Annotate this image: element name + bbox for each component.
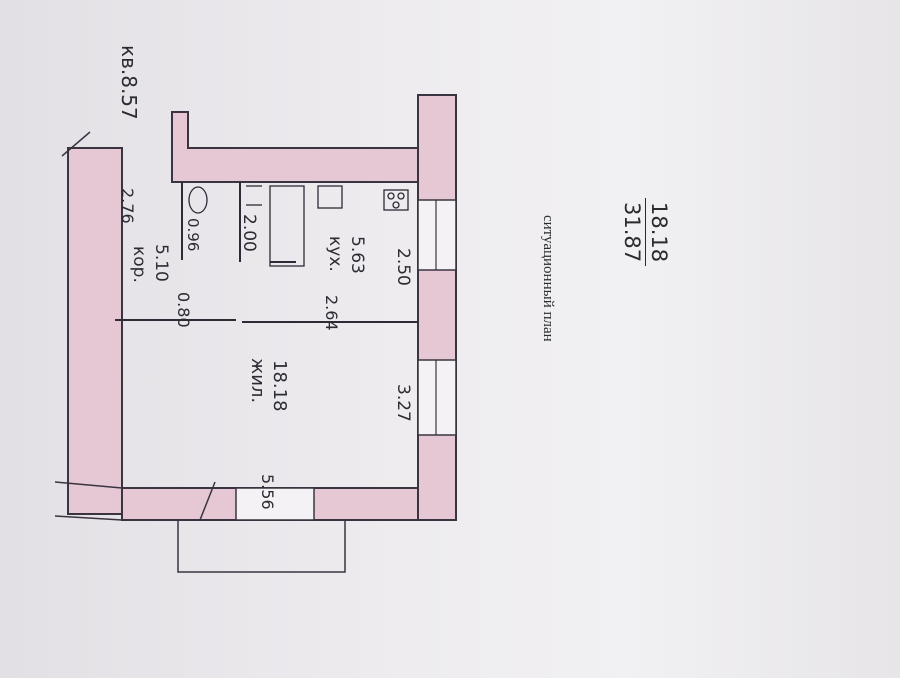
dim-corridor-width: 0.80 xyxy=(174,292,193,328)
dim-bath: 0.96 xyxy=(184,218,202,251)
total-area-value: 31.87 xyxy=(620,202,644,263)
bathtub xyxy=(269,185,305,267)
window-living xyxy=(417,359,457,436)
living-area-value: 18.18 xyxy=(645,198,672,267)
area-summary: 18.18 31.87 xyxy=(619,198,672,267)
stove xyxy=(383,189,409,211)
room-corridor-name: кор. xyxy=(129,246,149,283)
room-corridor-area: 5.10 xyxy=(151,244,171,282)
room-kitchen-name: кух. xyxy=(325,236,345,272)
balcony-door xyxy=(235,487,315,521)
balcony xyxy=(177,519,346,573)
sink xyxy=(317,185,343,209)
room-living-name: жил. xyxy=(247,358,268,403)
toilet-bowl xyxy=(188,186,208,214)
plan-caption: ситуационный план xyxy=(540,215,556,342)
apartment-label: кв.8.57 xyxy=(117,45,141,120)
dim-corridor-top: 2.76 xyxy=(118,188,137,224)
room-living-area: 18.18 xyxy=(269,360,290,412)
dim-toilet: 2.00 xyxy=(239,214,259,252)
dim-kitchen-bottom: 2.50 xyxy=(393,248,413,286)
wall-right xyxy=(417,94,457,521)
dim-living-bottom: 3.27 xyxy=(393,384,413,422)
wall-top xyxy=(67,147,123,515)
window-kitchen xyxy=(417,199,457,271)
wall-top-right xyxy=(171,111,419,183)
dim-kitchen-width: 2.64 xyxy=(322,295,341,331)
dim-living-length: 5.56 xyxy=(258,474,277,510)
room-kitchen-area: 5.63 xyxy=(347,236,367,274)
